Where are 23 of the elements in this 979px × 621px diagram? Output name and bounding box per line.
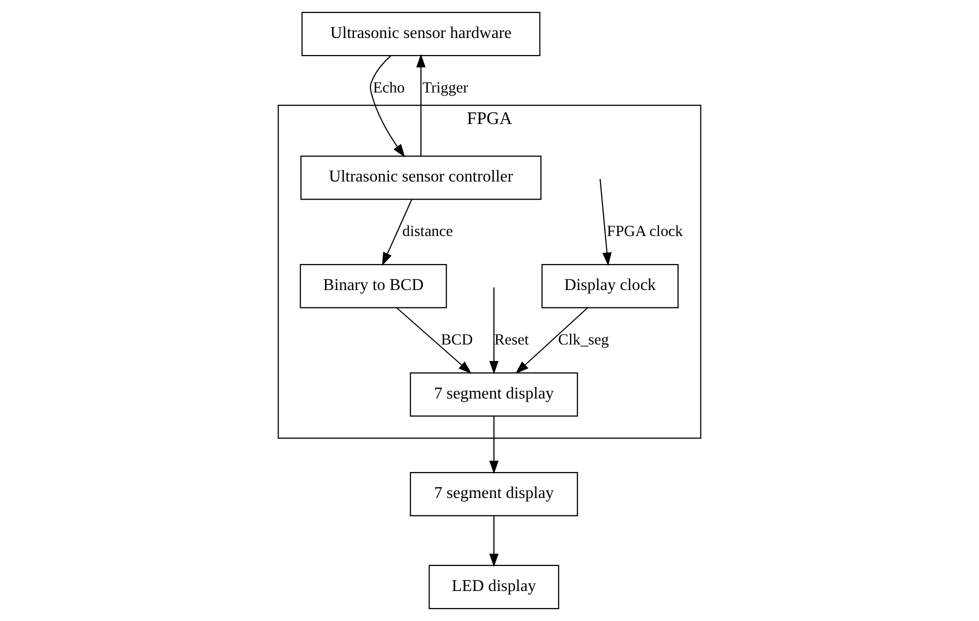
arrow: [382, 199, 412, 266]
arrow: [489, 416, 499, 474]
edge-label: BCD: [440, 331, 473, 348]
edge-label: Reset: [494, 331, 529, 348]
node-box: 7 segment display: [410, 372, 578, 417]
edge-label: distance: [402, 223, 453, 240]
node-box: Display clock: [541, 264, 679, 308]
arrow: [600, 178, 612, 266]
node-box: 7 segment display: [410, 472, 578, 516]
arrow: [370, 55, 406, 158]
node-box: Ultrasonic sensor hardware: [302, 12, 540, 56]
edge-label: Echo: [372, 79, 405, 96]
arrow: [489, 516, 499, 568]
node-box: LED display: [428, 564, 560, 610]
node-box: Binary to BCD: [300, 264, 447, 308]
arrow: [489, 287, 499, 374]
arrow: [416, 54, 426, 156]
arrow: [396, 307, 472, 374]
arrow: [515, 307, 588, 374]
edge-label: Clk_seg: [558, 331, 609, 348]
edge-label: Trigger: [422, 79, 468, 96]
edge-label: FPGA clock: [606, 223, 683, 240]
node-box: Ultrasonic sensor controller: [300, 156, 542, 200]
